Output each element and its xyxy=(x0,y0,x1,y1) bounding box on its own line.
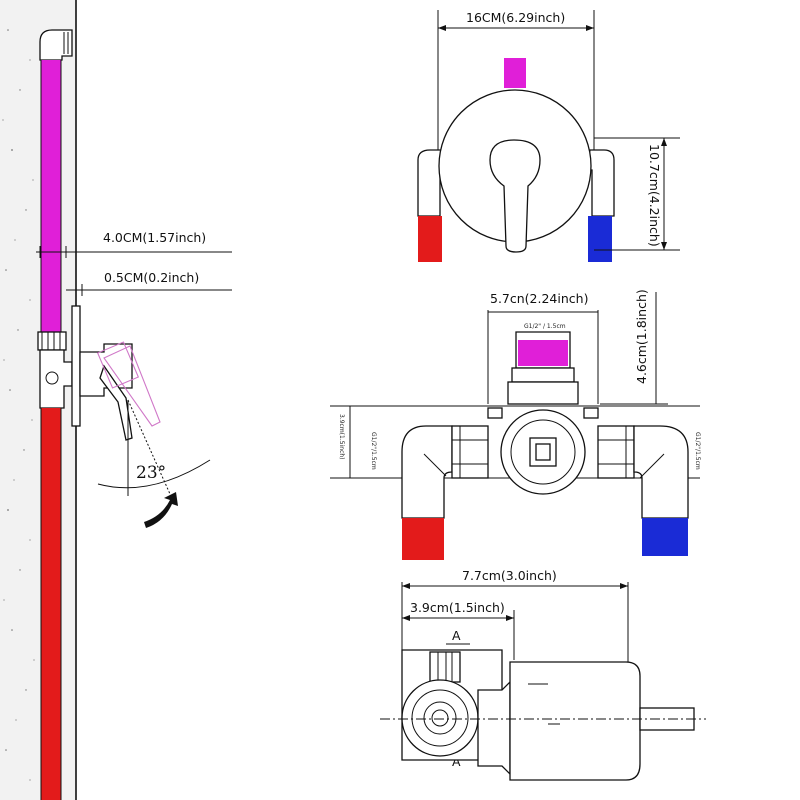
supply-stub xyxy=(504,58,526,88)
wall-plate xyxy=(71,305,81,427)
valve-body-view: 5.7cn(2.24inch) G1/2" / 1.5cm 4.6cm(1.8i… xyxy=(330,289,701,560)
left-elbow xyxy=(401,425,453,519)
dim-top-total: 7.7cm(3.0inch) xyxy=(462,568,557,583)
dim-body-width: 5.7cn(2.24inch) xyxy=(490,291,588,306)
port-outer xyxy=(401,679,479,757)
angle-arc xyxy=(97,459,211,489)
handle-rotated xyxy=(96,341,161,427)
top-view: 7.7cm(3.0inch) 3.9cm(1.5inch) A A xyxy=(380,568,706,781)
dim-body-height: 4.6cm(1.8inch) xyxy=(634,289,649,384)
dim-front-width: 16CM(6.29inch) xyxy=(466,10,565,25)
dim-body-left: 3.9cm(1.5inch) xyxy=(338,414,345,459)
valve-stem xyxy=(639,707,695,731)
side-view: 23° 4.0CM(1.57inch) 0.5CM(0.2inch) xyxy=(0,0,232,800)
dim-offset: 0.5CM(0.2inch) xyxy=(104,270,199,285)
top-elbow xyxy=(39,29,73,61)
right-outlet-pipe xyxy=(585,149,615,217)
front-handle xyxy=(489,139,541,253)
hot-pipe xyxy=(41,408,61,800)
cartridge-housing xyxy=(509,661,641,781)
right-elbow xyxy=(633,425,689,519)
cold-inlet xyxy=(588,216,612,262)
dim-top-part: 3.9cm(1.5inch) xyxy=(410,600,505,615)
dim-front-height: 10.7cm(4.2inch) xyxy=(647,144,662,247)
wall-texture xyxy=(2,29,35,781)
thread-left: G1/2"/1.5cm xyxy=(370,432,377,470)
section-mark-top: A xyxy=(452,628,461,643)
hot-inlet xyxy=(418,216,442,262)
cold-outlet xyxy=(642,518,688,556)
angle-label: 23° xyxy=(136,463,166,483)
thread-right: G1/2"/1.5cm xyxy=(694,432,701,470)
rotation-arrow-icon xyxy=(144,492,178,528)
thread-top: G1/2" / 1.5cm xyxy=(524,323,566,330)
supply-inlet xyxy=(518,340,568,366)
hot-outlet xyxy=(402,518,444,560)
front-view: 16CM(6.29inch) 10.7cm(4.2inch) xyxy=(417,10,680,262)
section-mark-bottom: A xyxy=(452,754,461,769)
dim-wall-to-pipe: 4.0CM(1.57inch) xyxy=(103,230,206,245)
supply-pipe xyxy=(41,60,61,332)
handle-side xyxy=(99,364,133,441)
